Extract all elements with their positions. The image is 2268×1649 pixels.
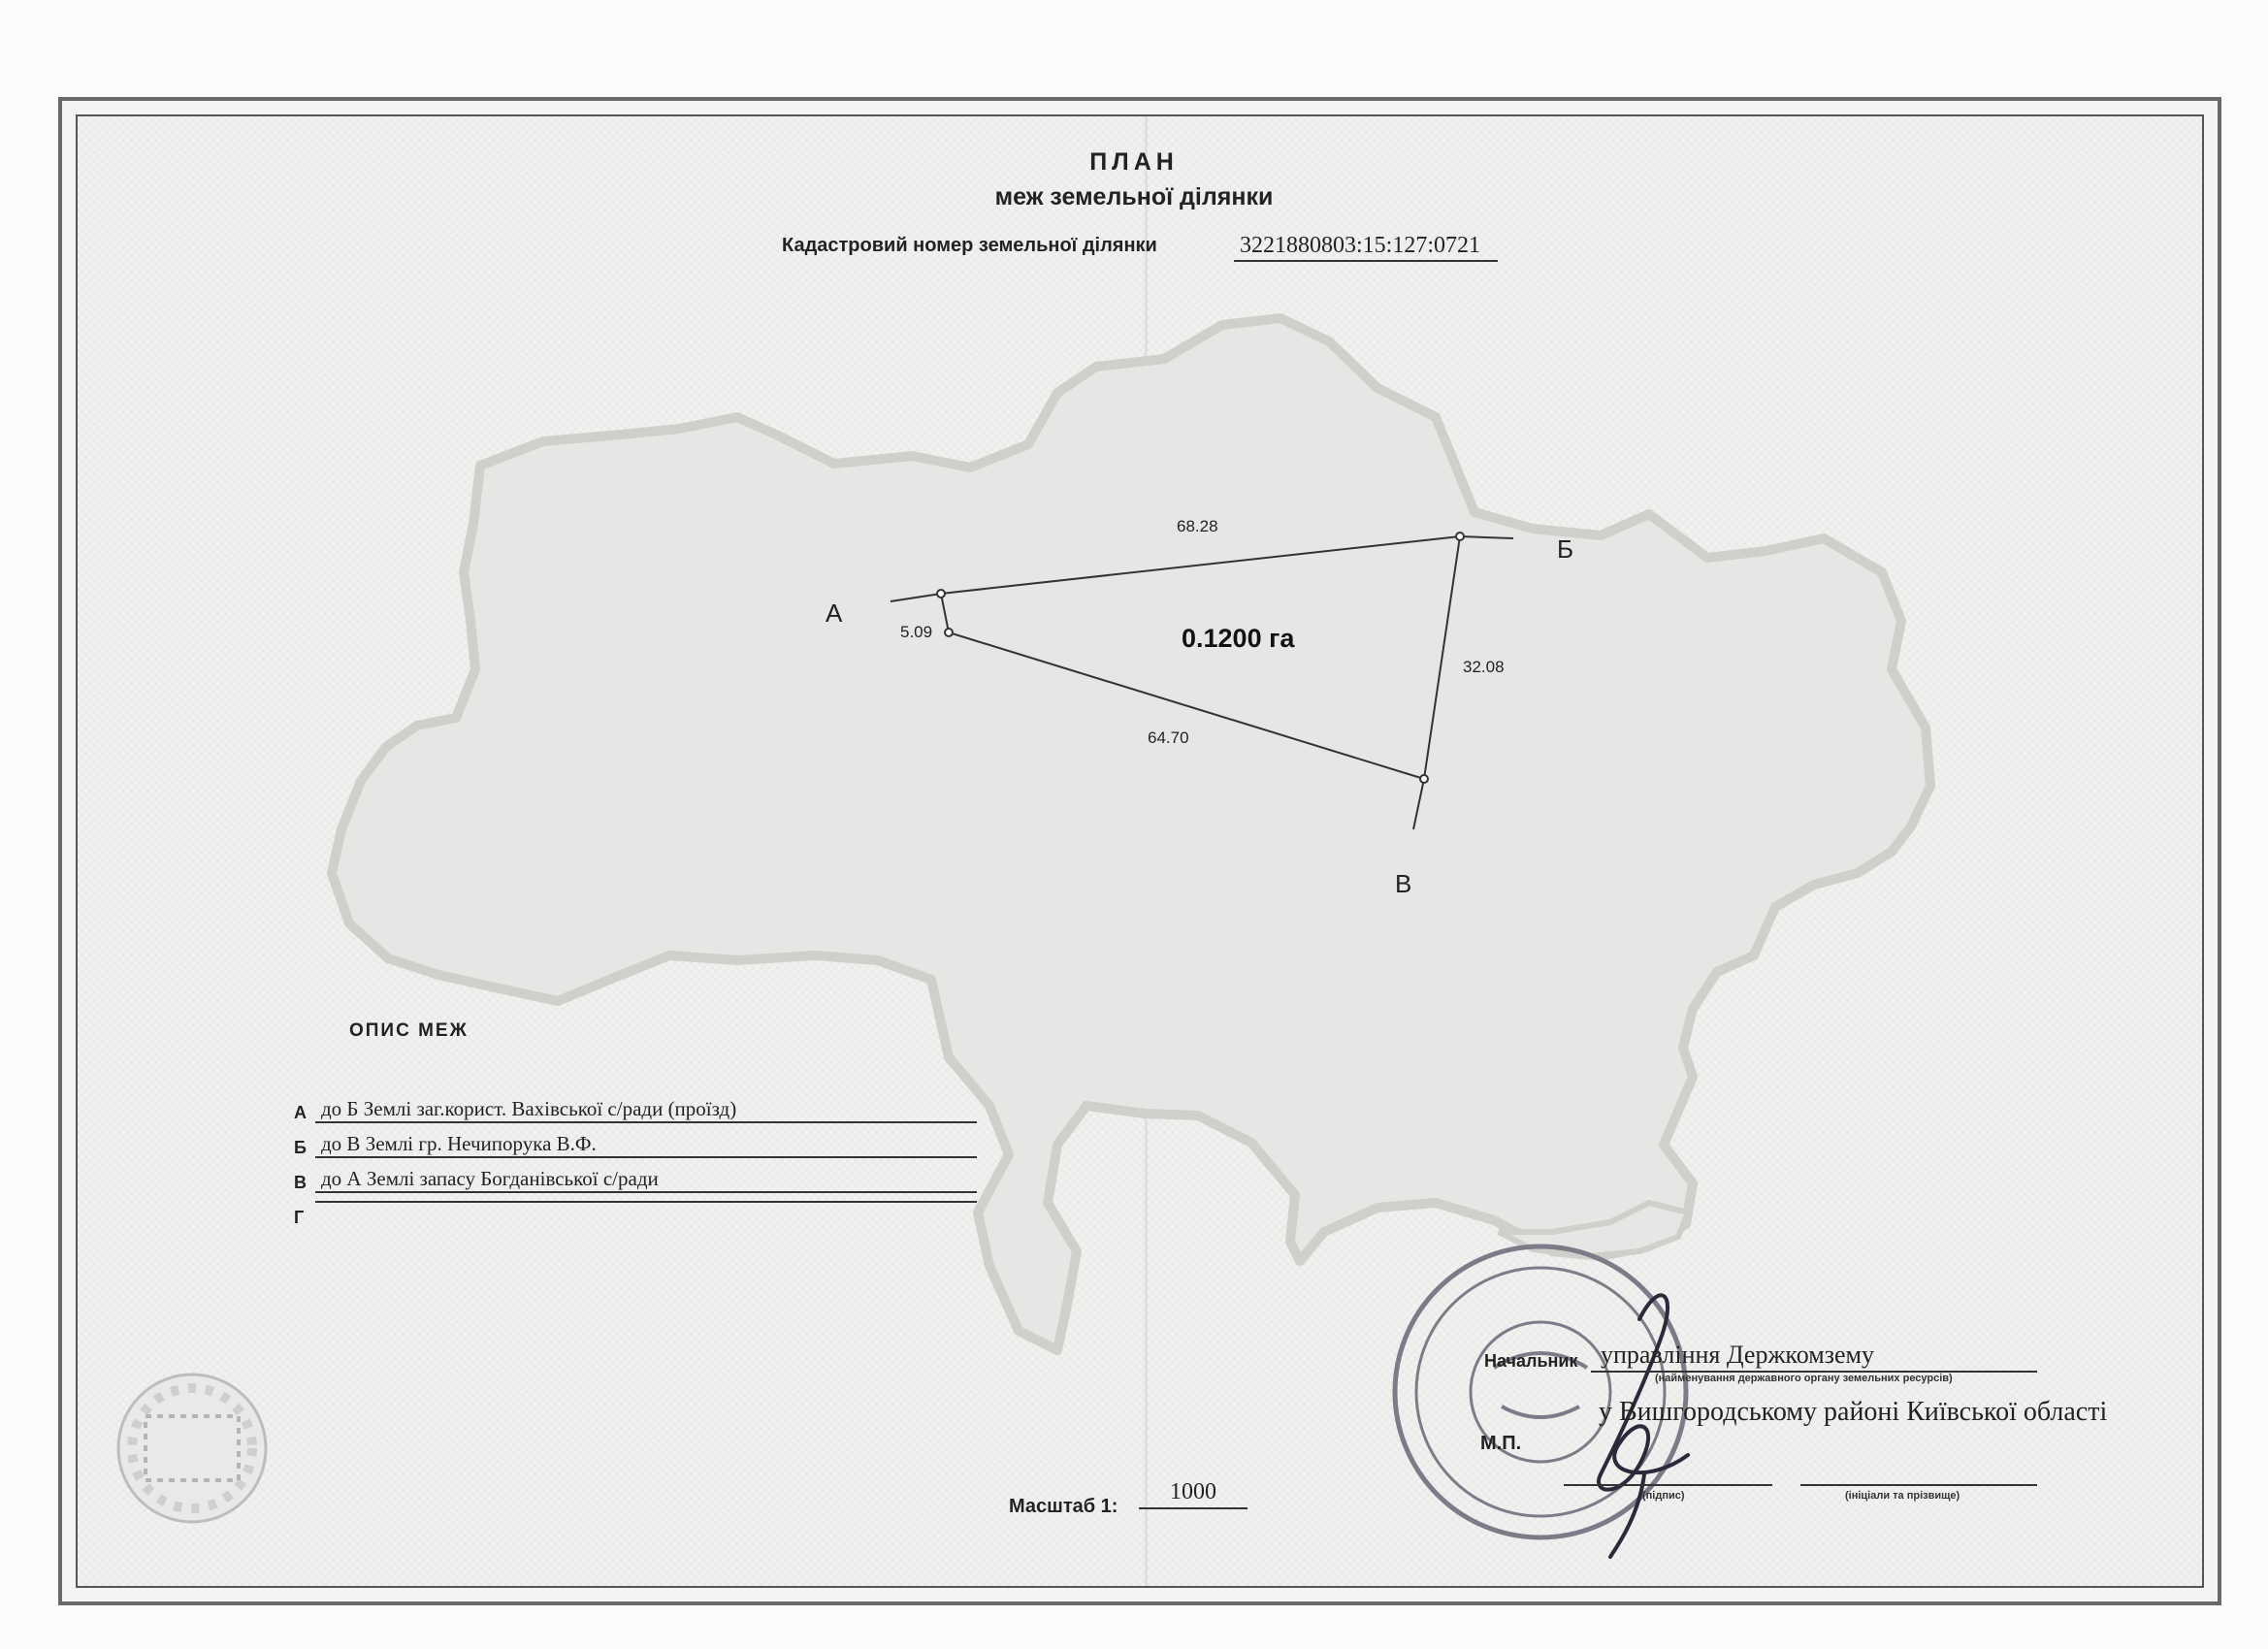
dimension-bv: 32.08 bbox=[1463, 658, 1505, 676]
scale-label: Масштаб 1: bbox=[1009, 1496, 1118, 1517]
boundary-row-letter: А bbox=[294, 1103, 307, 1122]
dimension-va: 64.70 bbox=[1148, 728, 1189, 747]
vertex-v bbox=[1419, 774, 1429, 784]
parcel-area: 0.1200 га bbox=[1182, 624, 1295, 653]
point-label-a: А bbox=[826, 598, 843, 628]
boundary-row-text: до А Землі запасу Богданівської с/ради bbox=[315, 1166, 977, 1193]
map-watermark-inner bbox=[1497, 1199, 1693, 1260]
boundary-a-side bbox=[940, 593, 950, 633]
document-title: ПЛАН bbox=[1089, 148, 1179, 176]
boundaries-title: ОПИС МЕЖ bbox=[349, 1020, 469, 1041]
vertex-b bbox=[1455, 532, 1465, 541]
signature-caption: (підпис) bbox=[1642, 1490, 1685, 1502]
vertex-a1 bbox=[936, 589, 946, 598]
boundary-row-letter: Г bbox=[294, 1208, 305, 1227]
boundary-row-letter: Б bbox=[294, 1138, 307, 1157]
dimension-a-side: 5.09 bbox=[900, 623, 933, 641]
boundary-bv bbox=[1423, 535, 1461, 780]
organization-caption: (найменування державного органу земельни… bbox=[1655, 1373, 1953, 1384]
document-subtitle: меж земельної ділянки bbox=[994, 183, 1274, 210]
boundary-ab bbox=[940, 535, 1461, 595]
dimension-ab: 68.28 bbox=[1177, 517, 1218, 535]
organization-line2: у Вишгородському районі Київської област… bbox=[1599, 1397, 2108, 1427]
official-stamp bbox=[1392, 1244, 1689, 1540]
boundary-row-letter: В bbox=[294, 1173, 307, 1192]
cadastral-number-value: 3221880803:15:127:0721 bbox=[1234, 231, 1498, 262]
scale-value: 1000 bbox=[1139, 1476, 1247, 1509]
signature-line bbox=[1564, 1484, 1772, 1486]
line-a-extension bbox=[890, 593, 942, 602]
point-label-b: Б bbox=[1557, 534, 1574, 564]
line-v-extension bbox=[1412, 778, 1425, 830]
parcel-polygon bbox=[890, 535, 1514, 830]
initials-caption: (ініціали та прізвище) bbox=[1845, 1490, 1960, 1502]
initials-line bbox=[1800, 1484, 2037, 1486]
map-watermark bbox=[327, 313, 1935, 1355]
point-label-v: В bbox=[1395, 869, 1412, 898]
head-label: Начальник bbox=[1484, 1351, 1578, 1371]
vertex-a2 bbox=[944, 628, 954, 637]
boundary-row-text: до В Землі гр. Нечипорука В.Ф. bbox=[315, 1131, 977, 1158]
parcel-vertices bbox=[936, 532, 1465, 784]
hologram-sticker bbox=[116, 1373, 268, 1524]
boundary-row-text bbox=[315, 1201, 977, 1203]
stamp-label: М.П. bbox=[1480, 1433, 1522, 1454]
line-b-extension bbox=[1459, 535, 1514, 539]
cadastral-number-label: Кадастровий номер земельної ділянки bbox=[782, 235, 1157, 256]
organization-line1: управління Держкомзему bbox=[1591, 1340, 2037, 1373]
boundary-row-text: до Б Землі заг.корист. Вахівської с/ради… bbox=[315, 1096, 977, 1123]
boundary-va bbox=[948, 631, 1425, 780]
